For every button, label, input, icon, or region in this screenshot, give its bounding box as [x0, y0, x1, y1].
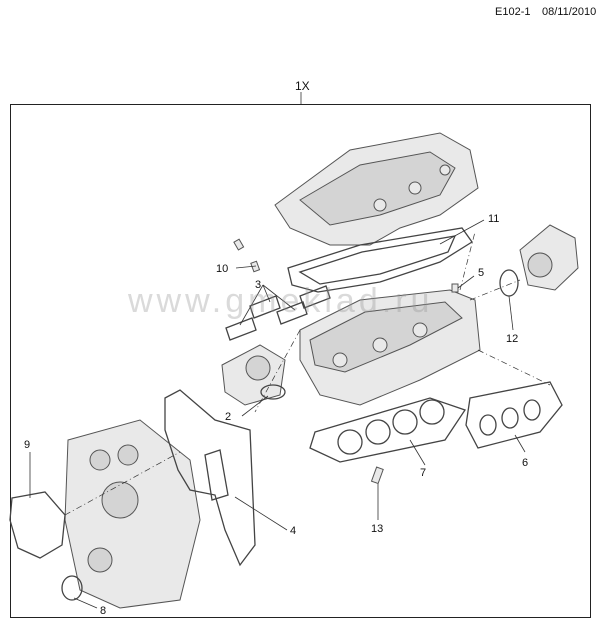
crankshaft-seal: [61, 575, 83, 601]
intake-seals: [225, 285, 331, 341]
callout-8: 8: [100, 605, 106, 617]
callout-11: 11: [488, 213, 499, 225]
water-pump-gasket: [9, 491, 66, 559]
throttle-body: [221, 344, 286, 406]
valve-cover: [274, 132, 479, 246]
timing-cover-gasket: [164, 389, 256, 567]
cylinder-head: [299, 289, 481, 406]
valve-cover-gasket-inner: [298, 235, 457, 285]
callout-3: 3: [255, 279, 261, 291]
exhaust-manifold-gasket: [465, 381, 563, 449]
callout-7: 7: [420, 467, 426, 479]
diagram-code: E102-1: [495, 6, 531, 18]
callout-6: 6: [522, 457, 528, 469]
callout-9: 9: [24, 439, 30, 451]
cylinder-head-gasket: [309, 397, 467, 463]
callout-5: 5: [478, 267, 484, 279]
dowel-pin: [370, 466, 384, 485]
alignment-line: [254, 329, 301, 413]
diagram-date: 08/11/2010: [542, 6, 597, 18]
timing-cover: [64, 419, 201, 609]
small-plug-seal: [451, 283, 459, 293]
callout-4: 4: [290, 525, 296, 537]
alignment-line: [459, 231, 476, 291]
callout-leaders: [29, 219, 526, 609]
callout-10: 10: [216, 263, 228, 275]
alignment-line: [469, 279, 521, 301]
alignment-line: [64, 451, 181, 516]
callout-2: 2: [225, 411, 231, 423]
watermark: www.gmeklad.ru: [128, 282, 434, 320]
diagram-frame: [10, 104, 591, 618]
valve-cover-gasket: [287, 227, 473, 293]
thermostat-seal: [499, 269, 519, 297]
throttle-seal: [260, 384, 286, 400]
kit-quantity-label: 1X: [295, 79, 310, 93]
alignment-line: [477, 349, 551, 386]
timing-cover-gasket-inner: [204, 449, 229, 501]
exhaust-manifold-ports: [479, 399, 541, 436]
callout-12: 12: [506, 333, 518, 345]
callout-13: 13: [371, 523, 383, 535]
thermostat-housing: [519, 224, 579, 291]
